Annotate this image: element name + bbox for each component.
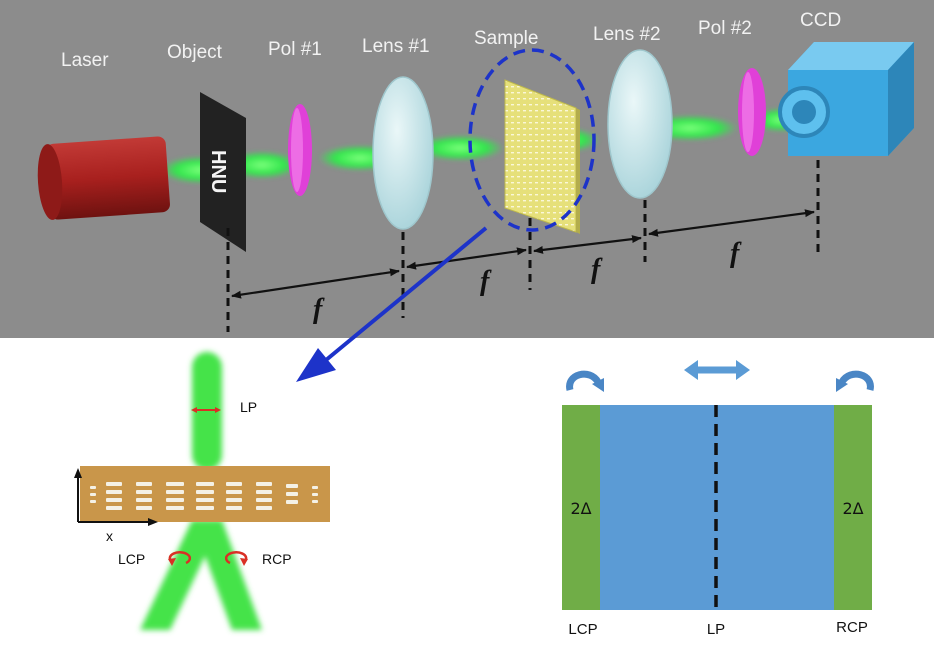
lcp-rotation-icon — [168, 551, 192, 565]
bottom-rcp-label: RCP — [836, 619, 868, 636]
optical-setup-panel: HNU — [0, 0, 934, 338]
label-object: Object — [167, 42, 223, 63]
laser-source — [37, 136, 170, 220]
right-phase-band — [834, 405, 872, 610]
label-pol1: Pol #1 — [268, 39, 322, 60]
label-ccd: CCD — [800, 10, 841, 31]
rcp-rotation-icon — [224, 551, 248, 565]
right-rotation-arrow — [838, 370, 874, 391]
label-laser: Laser — [61, 50, 109, 71]
focal-plane-markers — [226, 160, 820, 332]
phase-profile-panel: 2Δ 2Δ LCP LP RCP — [562, 360, 874, 638]
input-lp-label: LP — [240, 399, 257, 415]
right-phase-value: 2Δ — [842, 499, 863, 518]
zoom-arrow — [296, 226, 488, 382]
label-lens1: Lens #1 — [362, 36, 430, 57]
bottom-lcp-label: LCP — [568, 621, 597, 638]
bottom-lp-label: LP — [707, 621, 725, 638]
focal-label: f — [591, 254, 603, 285]
axis-x-label: x — [106, 528, 113, 544]
output-lcp-label: LCP — [118, 551, 145, 567]
object-plate: HNU — [200, 92, 246, 252]
beam-splitting-panel: LP x LCP RCP — [74, 352, 330, 630]
left-rotation-arrow — [566, 370, 602, 391]
label-sample: Sample — [474, 28, 538, 49]
beam-segment — [416, 135, 504, 161]
sample-metasurface — [504, 79, 580, 234]
ccd-camera — [778, 42, 914, 156]
focal-label: f — [480, 266, 492, 297]
sample-highlight-ellipse — [468, 48, 596, 232]
label-pol2: Pol #2 — [698, 18, 752, 39]
focal-label: f — [730, 238, 742, 269]
lens-1 — [372, 76, 434, 230]
metasurface-elements — [90, 482, 318, 510]
left-phase-value: 2Δ — [570, 499, 591, 518]
focal-distance-arrows — [231, 209, 815, 299]
object-text: HNU — [207, 150, 229, 193]
label-lens2: Lens #2 — [593, 24, 661, 45]
lens-2 — [607, 49, 673, 199]
left-phase-band — [562, 405, 600, 610]
output-rcp-label: RCP — [262, 551, 292, 567]
focal-label: f — [313, 294, 325, 325]
